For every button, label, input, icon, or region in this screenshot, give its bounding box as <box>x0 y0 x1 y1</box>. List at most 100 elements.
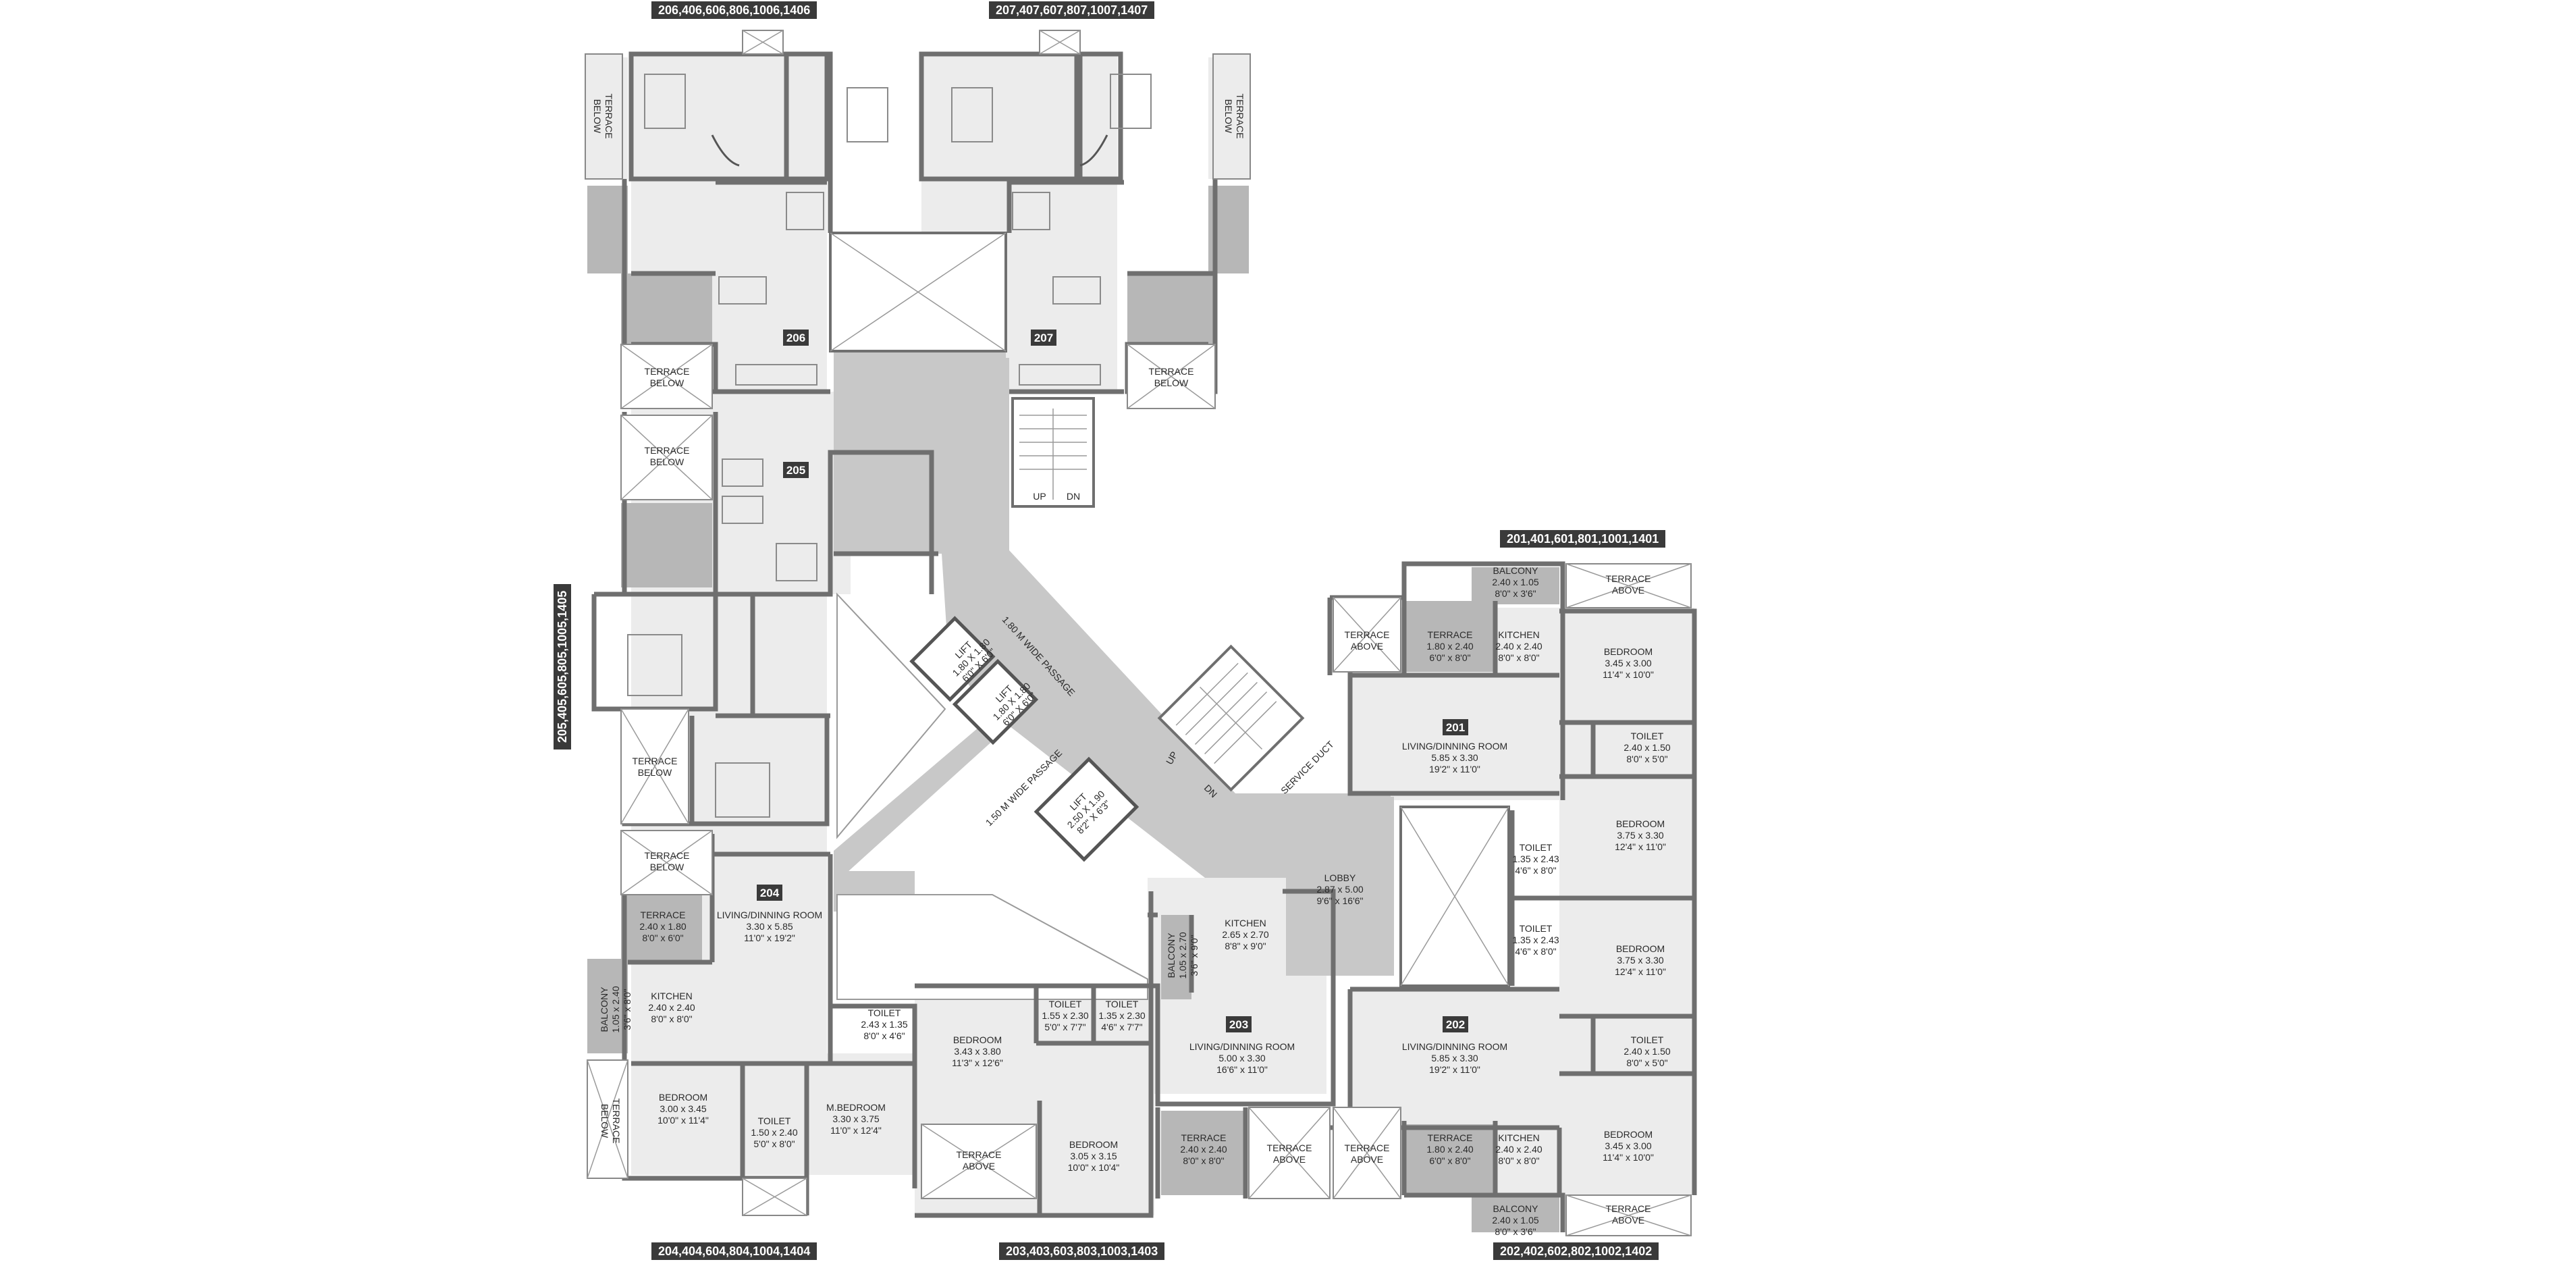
room-dimension: 1.35 x 2.30 <box>1098 1010 1145 1021</box>
room-dimension: 6'0" x 8'0" <box>1429 1155 1470 1166</box>
terrace-below-label: BELOW <box>650 862 685 872</box>
room-dimension: 2.40 x 1.50 <box>1624 742 1670 753</box>
room-dimension: 3.75 x 3.30 <box>1617 830 1663 841</box>
unit-number-202: 202 <box>1446 1018 1465 1031</box>
terrace-above-label: ABOVE <box>1351 1154 1383 1165</box>
room-name: BEDROOM <box>1604 646 1653 657</box>
unit-number-205: 205 <box>786 464 805 477</box>
terrace-below-label: TERRACE <box>645 445 690 456</box>
room-dimension: 3'6" x 8'0" <box>622 989 633 1030</box>
room-name: KITCHEN <box>1498 629 1539 640</box>
room-dimension: 19'2" x 11'0" <box>1429 764 1480 774</box>
room-dimension: 11'4" x 10'0" <box>1603 1152 1654 1163</box>
room-name: BEDROOM <box>1616 943 1665 954</box>
room-dimension: 5'0" x 8'0" <box>753 1138 795 1149</box>
room-name: TERRACE <box>1428 1132 1473 1143</box>
stair-down-label: DN <box>1067 491 1080 502</box>
unit-group-tag-bottom-right: 202,402,602,802,1002,1402 <box>1493 1242 1659 1260</box>
terrace-below-label: BELOW <box>650 377 685 388</box>
room-dimension: 3'6" x 9'0" <box>1189 935 1200 976</box>
terrace-below-label: TERRACE <box>1149 366 1194 377</box>
unit-number-204: 204 <box>760 887 780 899</box>
room-name: TOILET <box>1106 999 1139 1009</box>
unit-group-tag-top-left: 206,406,606,806,1006,1406 <box>651 1 817 19</box>
room-dimension: 1.35 x 2.43 <box>1512 853 1559 864</box>
terrace-below-label: TERRACE <box>645 850 690 861</box>
room-dimension: 11'0" x 19'2" <box>744 932 795 943</box>
unit-number-203: 203 <box>1229 1018 1248 1031</box>
room-name: LIVING/DINNING ROOM <box>1189 1041 1295 1052</box>
room-dimension: 2.43 x 1.35 <box>861 1019 907 1030</box>
terrace-above-label: TERRACE <box>1345 1142 1390 1153</box>
room-name: TOILET <box>1049 999 1082 1009</box>
room-name: BALCONY <box>1493 1203 1539 1214</box>
room-name: BEDROOM <box>1604 1129 1653 1140</box>
room-dimension: 8'0" x 5'0" <box>1626 1057 1667 1068</box>
room-name: LIVING/DINNING ROOM <box>1402 741 1507 752</box>
room-dimension: 5.85 x 3.30 <box>1431 752 1478 763</box>
room-dimension: 3.00 x 3.45 <box>660 1103 706 1114</box>
room-dimension: 3.45 x 3.00 <box>1605 658 1651 668</box>
room-dimension: 11'0" x 12'4" <box>830 1125 882 1136</box>
terrace-below-label: BELOW <box>1154 377 1189 388</box>
stair-up-label: UP <box>1033 491 1046 502</box>
terrace-above-label: TERRACE <box>957 1149 1002 1160</box>
room-dimension: 3.45 x 3.00 <box>1605 1140 1651 1151</box>
room-name: BALCONY <box>599 987 610 1032</box>
room-dimension: 8'0" x 8'0" <box>1183 1155 1224 1166</box>
unit-number-201: 201 <box>1446 721 1465 734</box>
terrace-below-label: TERRACE <box>1235 94 1245 139</box>
lobby-size-imperial: 9'6" x 16'6" <box>1317 895 1364 906</box>
terrace-below-label: TERRACE <box>645 366 690 377</box>
room-name: KITCHEN <box>651 991 692 1001</box>
room-name: TOILET <box>1631 731 1664 741</box>
room-name: BEDROOM <box>953 1034 1002 1045</box>
terrace-above-label: ABOVE <box>1351 641 1383 652</box>
room-dimension: 2.40 x 2.40 <box>1180 1144 1227 1155</box>
room-dimension: 19'2" x 11'0" <box>1429 1064 1480 1075</box>
terrace-below-label: BELOW <box>638 767 672 778</box>
room-dimension: 8'8" x 9'0" <box>1225 941 1266 951</box>
room-name: BALCONY <box>1166 932 1177 978</box>
terrace-below-label: BELOW <box>592 99 603 134</box>
room-dimension: 1.80 x 2.40 <box>1426 641 1473 652</box>
lobby-size: 2.87 x 5.00 <box>1316 884 1363 895</box>
room-dimension: 6'0" x 8'0" <box>1429 652 1470 663</box>
room-dimension: 8'0" x 8'0" <box>1498 1155 1539 1166</box>
room-name: TOILET <box>758 1115 791 1126</box>
room-dimension: 8'0" x 6'0" <box>642 932 683 943</box>
room-dimension: 2.40 x 1.05 <box>1492 577 1538 587</box>
unit-group-tag-bottom-left: 204,404,604,804,1004,1404 <box>651 1242 817 1260</box>
terrace-below-label: BELOW <box>1223 99 1234 134</box>
terrace-below-label: BELOW <box>599 1104 610 1138</box>
room-dimension: 4'6" x 8'0" <box>1515 946 1556 957</box>
room-dimension: 8'0" x 3'6" <box>1495 588 1536 599</box>
room-dimension: 12'4" x 11'0" <box>1615 841 1666 852</box>
terrace-above-label: TERRACE <box>1345 629 1390 640</box>
room-dimension: 11'4" x 10'0" <box>1603 669 1654 680</box>
room-name: TERRACE <box>641 910 686 920</box>
room-dimension: 5.85 x 3.30 <box>1431 1053 1478 1063</box>
room-dimension: 2.40 x 1.05 <box>1492 1215 1538 1226</box>
room-dimension: 12'4" x 11'0" <box>1615 966 1666 977</box>
room-dimension: 10'0" x 11'4" <box>658 1115 709 1126</box>
room-dimension: 3.30 x 5.85 <box>746 921 793 932</box>
lobby-label: LOBBY <box>1324 872 1356 883</box>
room-dimension: 2.40 x 2.40 <box>1495 641 1542 652</box>
room-dimension: 1.50 x 2.40 <box>751 1127 797 1138</box>
